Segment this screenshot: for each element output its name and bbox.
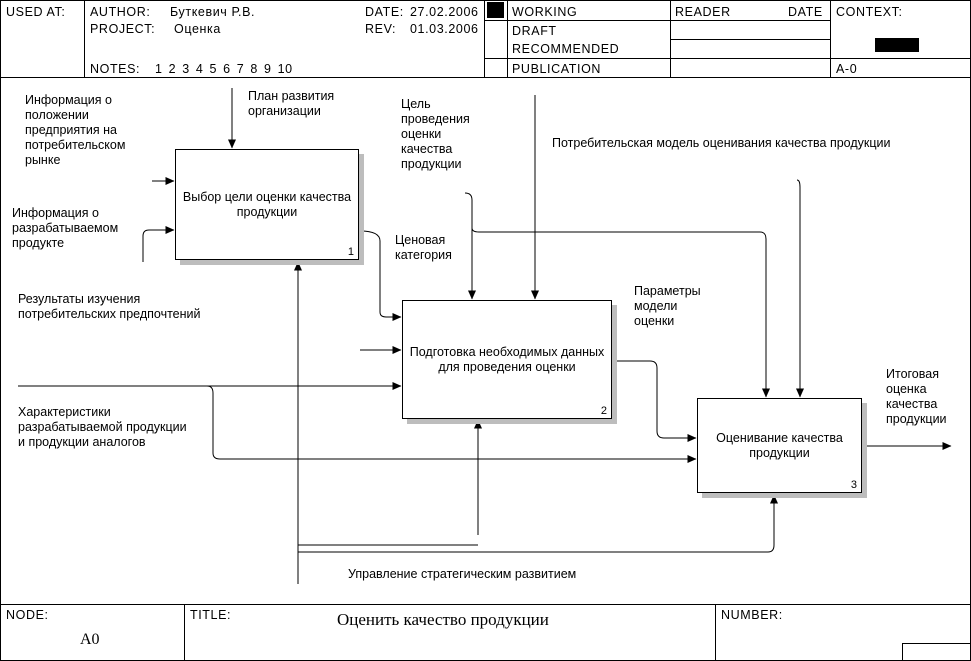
notes-label: NOTES: [90, 62, 141, 76]
status-line-1 [484, 20, 830, 21]
arrow-management-box3 [298, 494, 778, 553]
title-label: TITLE: [190, 608, 232, 622]
rev-label: REV: [365, 22, 397, 36]
footer-divider-number [715, 604, 716, 661]
function-box-2-label: Подготовка необходимых данных для провед… [409, 344, 605, 374]
arrow-goal-branch [471, 227, 770, 398]
function-box-3[interactable]: Оценивание качества продукции 3 [697, 398, 862, 493]
function-box-1-number: 1 [347, 246, 354, 258]
date-label: DATE: [365, 5, 404, 19]
label-plan: План развития организации [248, 89, 335, 118]
label-consumer-research: Результаты изучения потребительских пред… [18, 292, 201, 321]
footer-top-line [0, 604, 971, 605]
label-info-product: Информация о разрабатываемом продукте [12, 206, 119, 250]
arrow-management-box2 [298, 420, 478, 546]
reader-label: READER [675, 5, 731, 19]
rev-value: 01.03.2006 [410, 22, 479, 36]
label-info-market: Информация о положении предприятия на по… [25, 93, 126, 167]
node-label: NODE: [6, 608, 49, 622]
working-marker [487, 2, 504, 18]
function-box-3-number: 3 [850, 479, 857, 491]
status-working: WORKING [512, 5, 578, 19]
function-box-3-label: Оценивание качества продукции [716, 430, 843, 460]
context-label: CONTEXT: [836, 5, 903, 19]
header-divider-status2 [507, 0, 508, 77]
label-final-score: Итоговая оценка качества продукции [886, 367, 947, 426]
project-label: PROJECT: [90, 22, 156, 36]
reader-date-label: DATE [788, 5, 823, 19]
context-line [830, 58, 971, 59]
status-draft: DRAFT [512, 24, 557, 38]
arrow-characteristics-box3 [206, 385, 697, 463]
function-box-1[interactable]: Выбор цели оценки качества продукции 1 [175, 149, 359, 260]
footer-corner-box [902, 643, 971, 661]
header-divider-reader [670, 0, 671, 77]
author-value: Буткевич Р.В. [170, 5, 256, 19]
label-consumer-model: Потребительская модель оценивания качест… [552, 136, 891, 150]
function-box-2[interactable]: Подготовка необходимых данных для провед… [402, 300, 612, 419]
label-characteristics: Характеристики разрабатываемой продукции… [18, 405, 187, 449]
used-at-label: USED AT: [6, 5, 66, 19]
status-publication: PUBLICATION [512, 62, 602, 76]
label-price-category: Ценовая категория [395, 233, 452, 262]
number-label: NUMBER: [721, 608, 783, 622]
author-label: AUTHOR: [90, 5, 151, 19]
arrow-goal [464, 192, 476, 300]
context-marker [875, 38, 919, 52]
header-divider-usedat [84, 0, 85, 77]
context-node: A-0 [836, 62, 858, 76]
header-bottom-line [0, 77, 971, 78]
arrow-price-category [359, 230, 402, 321]
notes-value: 1 2 3 4 5 6 7 8 9 10 [155, 62, 293, 76]
footer-divider-node [184, 604, 185, 661]
status-recommended: RECOMMENDED [512, 42, 620, 56]
label-model-params: Параметры модели оценки [634, 284, 701, 328]
function-box-2-number: 2 [600, 405, 607, 417]
arrow-model-params [612, 360, 697, 442]
header-divider-status [484, 0, 485, 77]
arrow-consumer-model [796, 179, 804, 398]
arrow-info-product [142, 226, 175, 262]
function-box-1-label: Выбор цели оценки качества продукции [182, 189, 352, 219]
date-value: 27.02.2006 [410, 5, 479, 19]
header-divider-context [830, 0, 831, 77]
project-value: Оценка [174, 22, 221, 36]
label-management: Управление стратегическим развитием [348, 567, 577, 581]
page-title: Оценить качество продукции [337, 610, 549, 629]
status-line-2 [484, 58, 830, 59]
reader-line [670, 39, 830, 40]
label-goal: Цель проведения оценки качества продукци… [401, 97, 470, 171]
node-value: A0 [80, 631, 100, 648]
